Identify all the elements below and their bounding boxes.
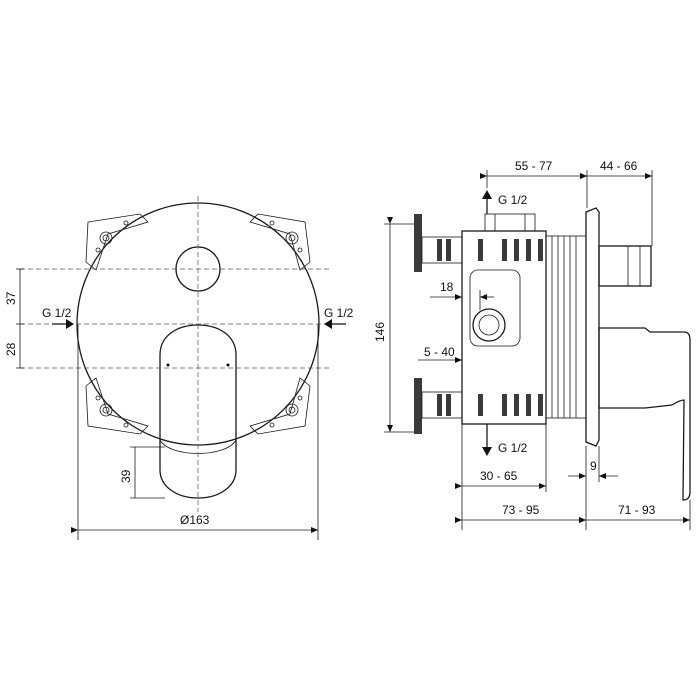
dimension-55-77-label: 55 - 77 <box>515 159 553 173</box>
side-view: G 1/2 G 1/2 146 55 - 77 44 - 66 <box>373 159 691 530</box>
dimension-39-label: 39 <box>119 469 133 483</box>
dimension-73-95-label: 73 - 95 <box>502 503 540 517</box>
dimension-30-65 <box>455 424 547 530</box>
dimension-146-label: 146 <box>373 322 387 342</box>
cover-plate-side <box>585 207 600 447</box>
mounting-bracket-bottom-right <box>249 377 311 435</box>
outlet-arrow-top <box>482 190 492 214</box>
dimension-30-65-label: 30 - 65 <box>480 469 518 483</box>
mounting-bracket-top-left <box>85 213 149 271</box>
dimension-9-label: 9 <box>590 459 597 473</box>
outlet-arrow-bottom <box>482 424 492 456</box>
dimension-37-28 <box>16 268 24 369</box>
dimension-71-93-label: 71 - 93 <box>618 503 656 517</box>
diverter-side <box>598 245 652 287</box>
dimension-5-40-label: 5 - 40 <box>424 345 455 359</box>
lever-side <box>598 327 691 501</box>
dimension-71-93 <box>579 500 691 530</box>
dimension-diameter-label: Ø163 <box>180 513 210 527</box>
inlet-right-label: G 1/2 <box>324 306 354 320</box>
dimension-18 <box>430 290 494 310</box>
dimension-18-label: 18 <box>440 280 454 294</box>
pipe-connector-lower <box>414 378 543 434</box>
dimension-146 <box>384 217 414 433</box>
center-port <box>472 308 506 342</box>
front-view: G 1/2 G 1/2 37 28 39 Ø163 <box>4 196 354 540</box>
dimension-diameter <box>71 324 319 540</box>
dimension-44-66-label: 44 - 66 <box>600 159 638 173</box>
mounting-bracket-top-right <box>249 213 311 271</box>
lever-handle <box>159 324 237 499</box>
dimension-28-label: 28 <box>4 342 18 356</box>
dimension-39 <box>130 446 165 499</box>
dimension-9 <box>568 446 618 530</box>
pipe-connector-upper <box>414 214 543 272</box>
dimension-44-66 <box>580 170 653 246</box>
inlet-left-label: G 1/2 <box>42 306 72 320</box>
inlet-arrow-left <box>52 319 74 329</box>
dimension-5-40 <box>418 356 463 364</box>
dimension-37-label: 37 <box>4 291 18 305</box>
inlet-arrow-right <box>324 319 346 329</box>
mounting-bracket-bottom-left <box>85 377 149 435</box>
outlet-top-label: G 1/2 <box>498 193 528 207</box>
outlet-bottom-label: G 1/2 <box>498 441 528 455</box>
threaded-extension <box>545 235 587 419</box>
